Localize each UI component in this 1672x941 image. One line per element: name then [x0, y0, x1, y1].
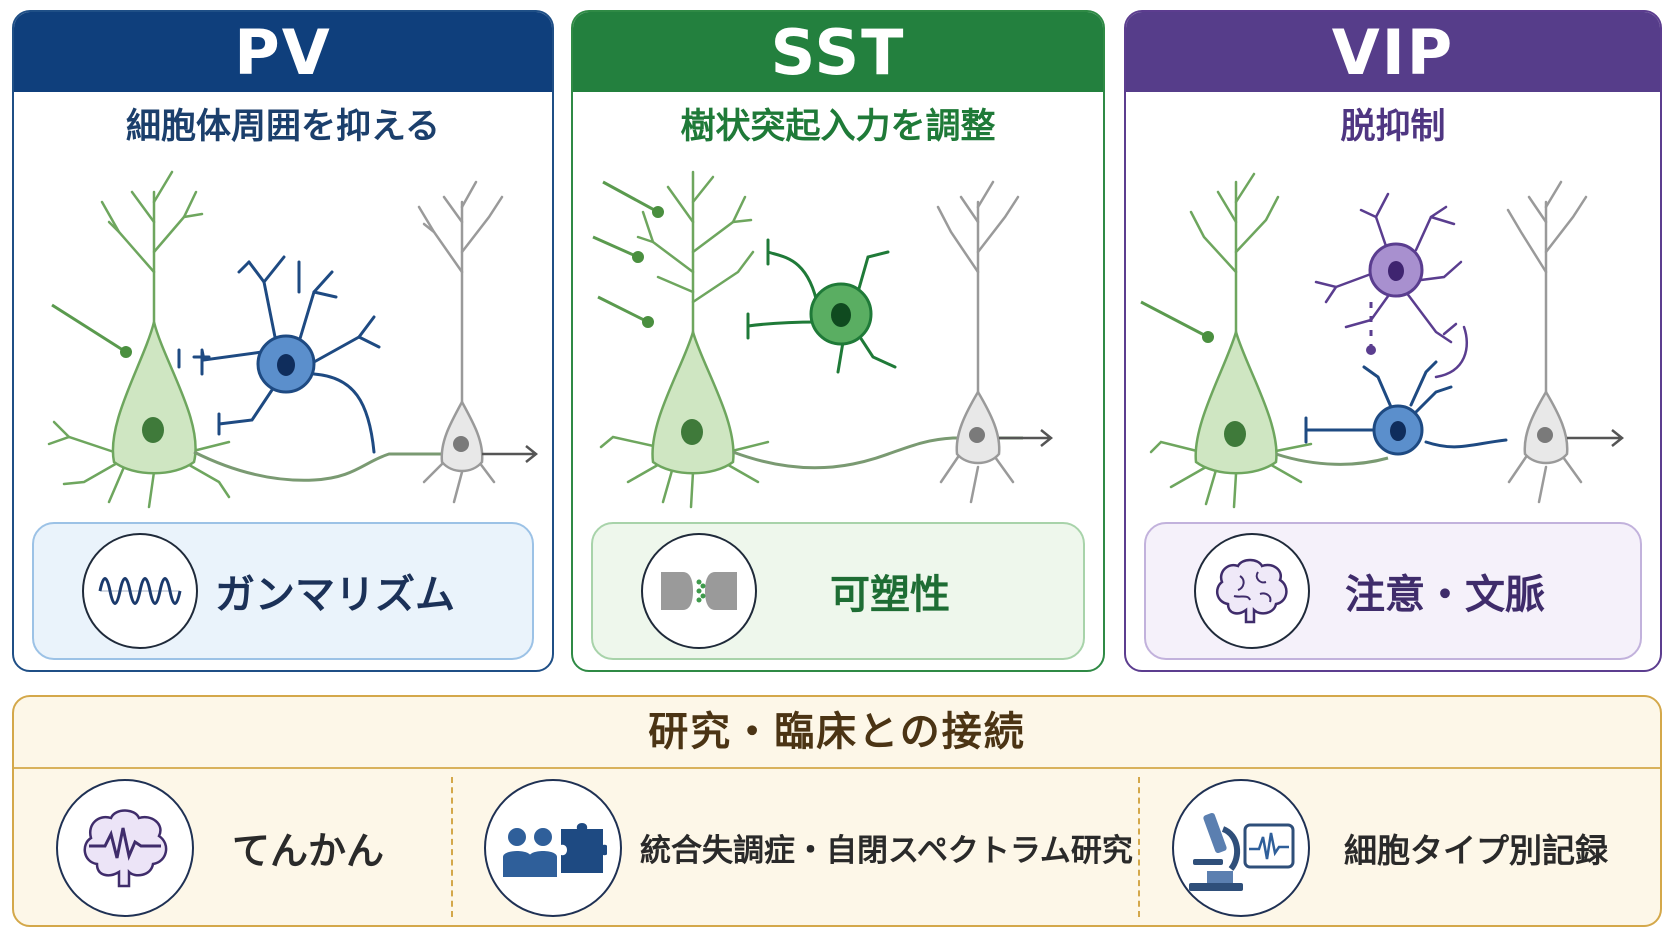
pv-function-label: ガンマリズム: [215, 572, 455, 618]
input-bouton-3: [642, 316, 654, 328]
sst-cell-nucleus: [831, 303, 851, 327]
pyramidal-nucleus: [1224, 421, 1246, 447]
pv-panel-subtitle: 細胞体周囲を抑える: [126, 107, 440, 147]
people-puzzle-icon: [484, 778, 622, 917]
pyramidal-nucleus: [681, 419, 703, 445]
research-label-cell-type-recording: 細胞タイプ別記録: [1344, 830, 1608, 870]
input-bouton: [1202, 331, 1214, 343]
output-axon: [193, 450, 459, 482]
pyramidal-soma: [651, 327, 735, 475]
target-nucleus: [969, 427, 985, 443]
pyramidal-nucleus: [142, 417, 164, 443]
pv-function-box: ガンマリズム: [32, 522, 534, 660]
pv-interneuron: [177, 255, 381, 454]
target-nucleus: [453, 436, 469, 452]
output-axon: [1275, 452, 1389, 466]
sst-function-box: 可塑性: [591, 522, 1085, 660]
research-clinical-section: 研究・臨床との接続 てんかん 統合失調症・自閉スペクトラム研究: [12, 695, 1662, 927]
output-arrow: [999, 429, 1054, 447]
pyramidal-soma: [111, 321, 197, 475]
vip-panel-title: VIP: [1126, 12, 1660, 92]
brain-icon: [1194, 533, 1310, 649]
pv-panel: PV 細胞体周囲を抑える: [12, 10, 554, 672]
gamma-wave-icon: [82, 533, 198, 649]
research-section-title: 研究・臨床との接続: [14, 697, 1660, 769]
pyramidal-neuron: [47, 170, 231, 509]
sst-panel-subtitle: 樹状突起入力を調整: [680, 107, 996, 147]
target-neuron: [936, 180, 1020, 504]
vip-cell-nucleus: [1388, 261, 1404, 281]
research-item-cell-type-recording: 細胞タイプ別記録: [1172, 775, 1608, 920]
sst-panel: SST 樹状突起入力を調整: [571, 10, 1105, 672]
sst-interneuron: [746, 238, 897, 374]
vip-panel-subtitle: 脱抑制: [1340, 107, 1446, 147]
target-neuron: [417, 180, 504, 504]
sst-circuit-diagram: [592, 170, 1054, 509]
sst-panel-title: SST: [573, 12, 1103, 92]
research-label-schizophrenia-autism: 統合失調症・自閉スペクトラム研究: [640, 833, 1133, 869]
research-item-schizophrenia-autism: 統合失調症・自閉スペクトラム研究: [484, 775, 1133, 920]
sst-function-label: 可塑性: [830, 572, 950, 618]
microscope-recording-icon: [1172, 778, 1310, 917]
output-arrow: [482, 445, 539, 463]
input-axon: [1140, 300, 1209, 339]
divider-1: [451, 777, 453, 917]
input-bouton: [120, 346, 132, 358]
input-axons: [592, 180, 659, 324]
pv-circuit-diagram: [47, 170, 539, 509]
vip-circuit-diagram: [1140, 172, 1625, 509]
output-axon: [732, 436, 1023, 470]
input-bouton-1: [652, 206, 664, 218]
pv-cell-nucleus: [277, 354, 295, 376]
input-axon: [51, 303, 127, 354]
pv-panel-title: PV: [14, 12, 552, 92]
synapse-icon: [641, 533, 757, 649]
pyramidal-soma: [1194, 327, 1278, 475]
target-neuron: [1506, 180, 1588, 504]
research-label-epilepsy: てんかん: [232, 829, 385, 873]
vip-panel: VIP 脱抑制: [1124, 10, 1662, 672]
vip-function-box: 注意・文脈: [1144, 522, 1642, 660]
vip-bouton: [1366, 345, 1376, 355]
divider-2: [1138, 777, 1140, 917]
target-nucleus: [1537, 427, 1553, 443]
vip-function-label: 注意・文脈: [1345, 572, 1545, 618]
brain-eeg-icon: [56, 778, 194, 917]
pv-interneuron: [1304, 360, 1508, 449]
pv-cell-nucleus: [1390, 421, 1406, 441]
research-item-epilepsy: てんかん: [56, 775, 384, 920]
output-arrow: [1567, 429, 1625, 447]
input-bouton-2: [632, 251, 644, 263]
